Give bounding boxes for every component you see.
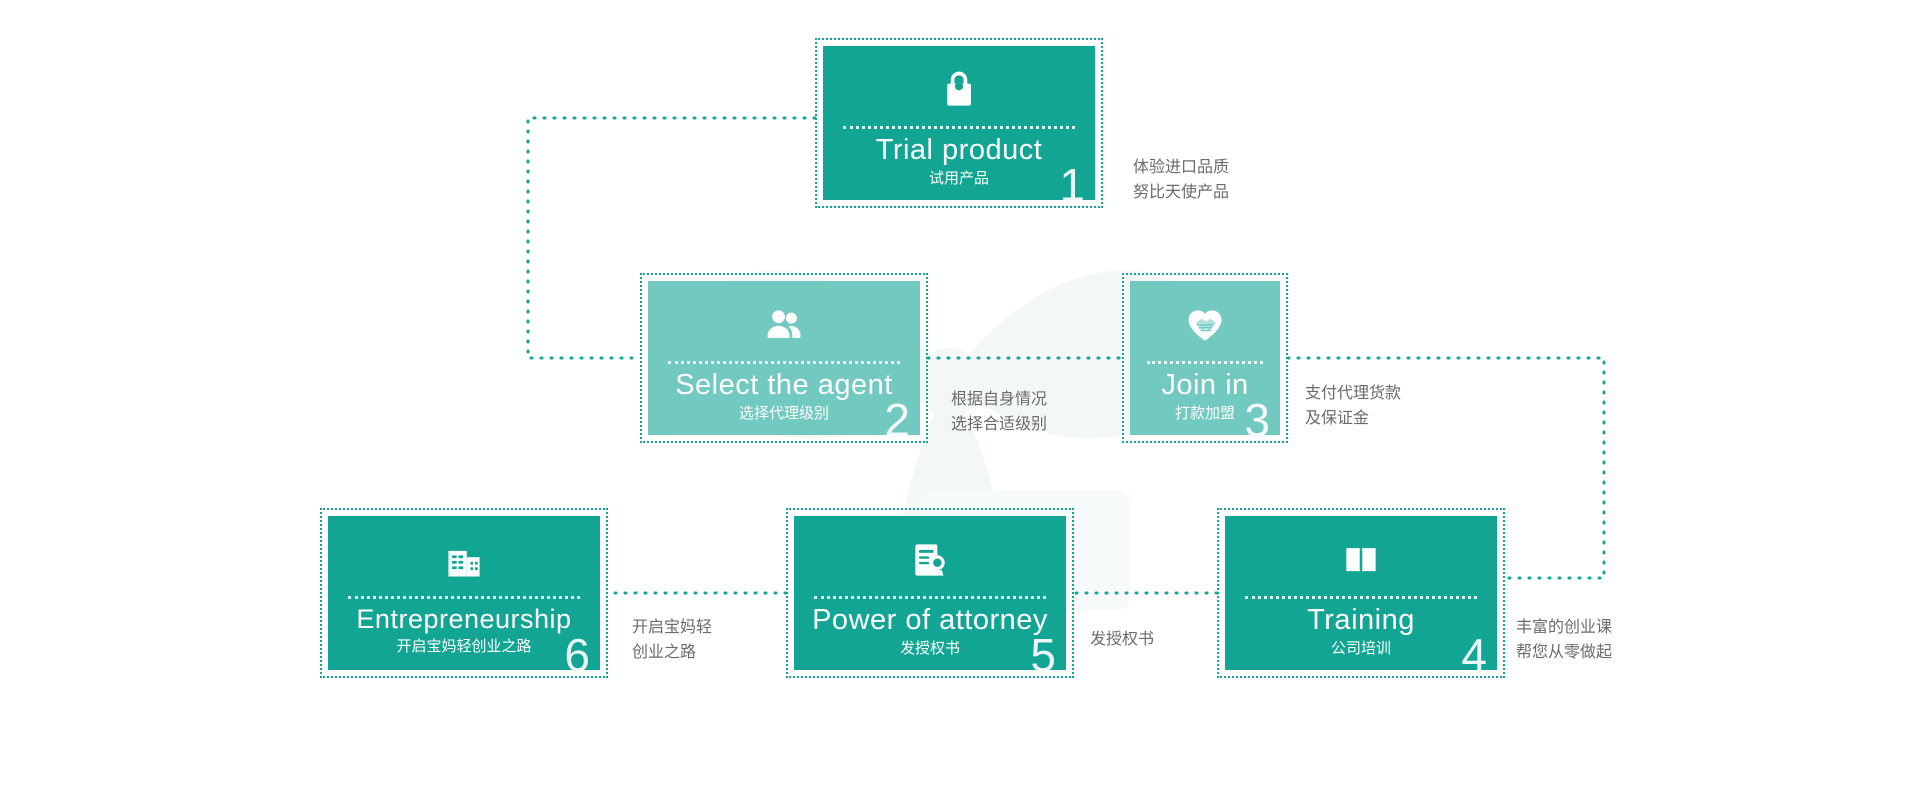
open-book-icon (1339, 538, 1383, 582)
step-card-select-the-agent[interactable]: Select the agent 选择代理级别 2 (640, 273, 928, 443)
step-subtitle: 试用产品 (928, 169, 989, 188)
card-divider (668, 361, 900, 364)
step-note-5: 发授权书 (1090, 629, 1155, 648)
step-title: Select the agent (675, 369, 893, 401)
card-divider (843, 126, 1075, 129)
step-card-trial-product[interactable]: Trial product 试用产品 1 (815, 38, 1103, 208)
step-number: 5 (1030, 629, 1056, 681)
step-number: 2 (884, 394, 910, 446)
step-note-2: 根据自身情况 选择合适级别 (951, 389, 1048, 433)
step-card-entrepreneurship[interactable]: Entrepreneurship 开启宝妈轻创业之路 6 (320, 508, 608, 678)
step-card-join-in[interactable]: Join in 打款加盟 3 (1122, 273, 1288, 443)
step-title: Training (1307, 604, 1415, 636)
step-title: Join in (1161, 369, 1249, 401)
step-subtitle: 打款加盟 (1174, 404, 1235, 423)
two-people-icon (762, 303, 806, 347)
step-note-4: 丰富的创业课 帮您从零做起 (1516, 617, 1613, 661)
step-title: Trial product (875, 134, 1043, 166)
step-number: 6 (564, 629, 590, 681)
card-divider (1147, 361, 1263, 364)
step-title: Entrepreneurship (356, 604, 572, 634)
office-building-icon (442, 538, 486, 582)
card-divider (348, 596, 580, 599)
step-note-3: 支付代理货款 及保证金 (1305, 383, 1402, 427)
handshake-heart-icon (1183, 303, 1227, 347)
step-title: Power of attorney (812, 604, 1048, 636)
step-note-6: 开启宝妈轻 创业之路 (632, 617, 713, 661)
step-note-1: 体验进口品质 努比天使产品 (1133, 157, 1230, 201)
step-subtitle: 公司培训 (1330, 639, 1391, 658)
card-divider (1245, 596, 1477, 599)
step-card-power-of-attorney[interactable]: Power of attorney 发授权书 5 (786, 508, 1074, 678)
step-subtitle: 开启宝妈轻创业之路 (396, 637, 532, 656)
certificate-icon (908, 538, 952, 582)
step-subtitle: 发授权书 (899, 639, 960, 658)
step-number: 1 (1059, 159, 1085, 211)
step-subtitle: 选择代理级别 (738, 404, 829, 423)
shopping-bag-icon (937, 68, 981, 112)
card-divider (814, 596, 1046, 599)
step-number: 4 (1461, 629, 1487, 681)
step-number: 3 (1244, 394, 1270, 446)
step-card-training[interactable]: Training 公司培训 4 (1217, 508, 1505, 678)
